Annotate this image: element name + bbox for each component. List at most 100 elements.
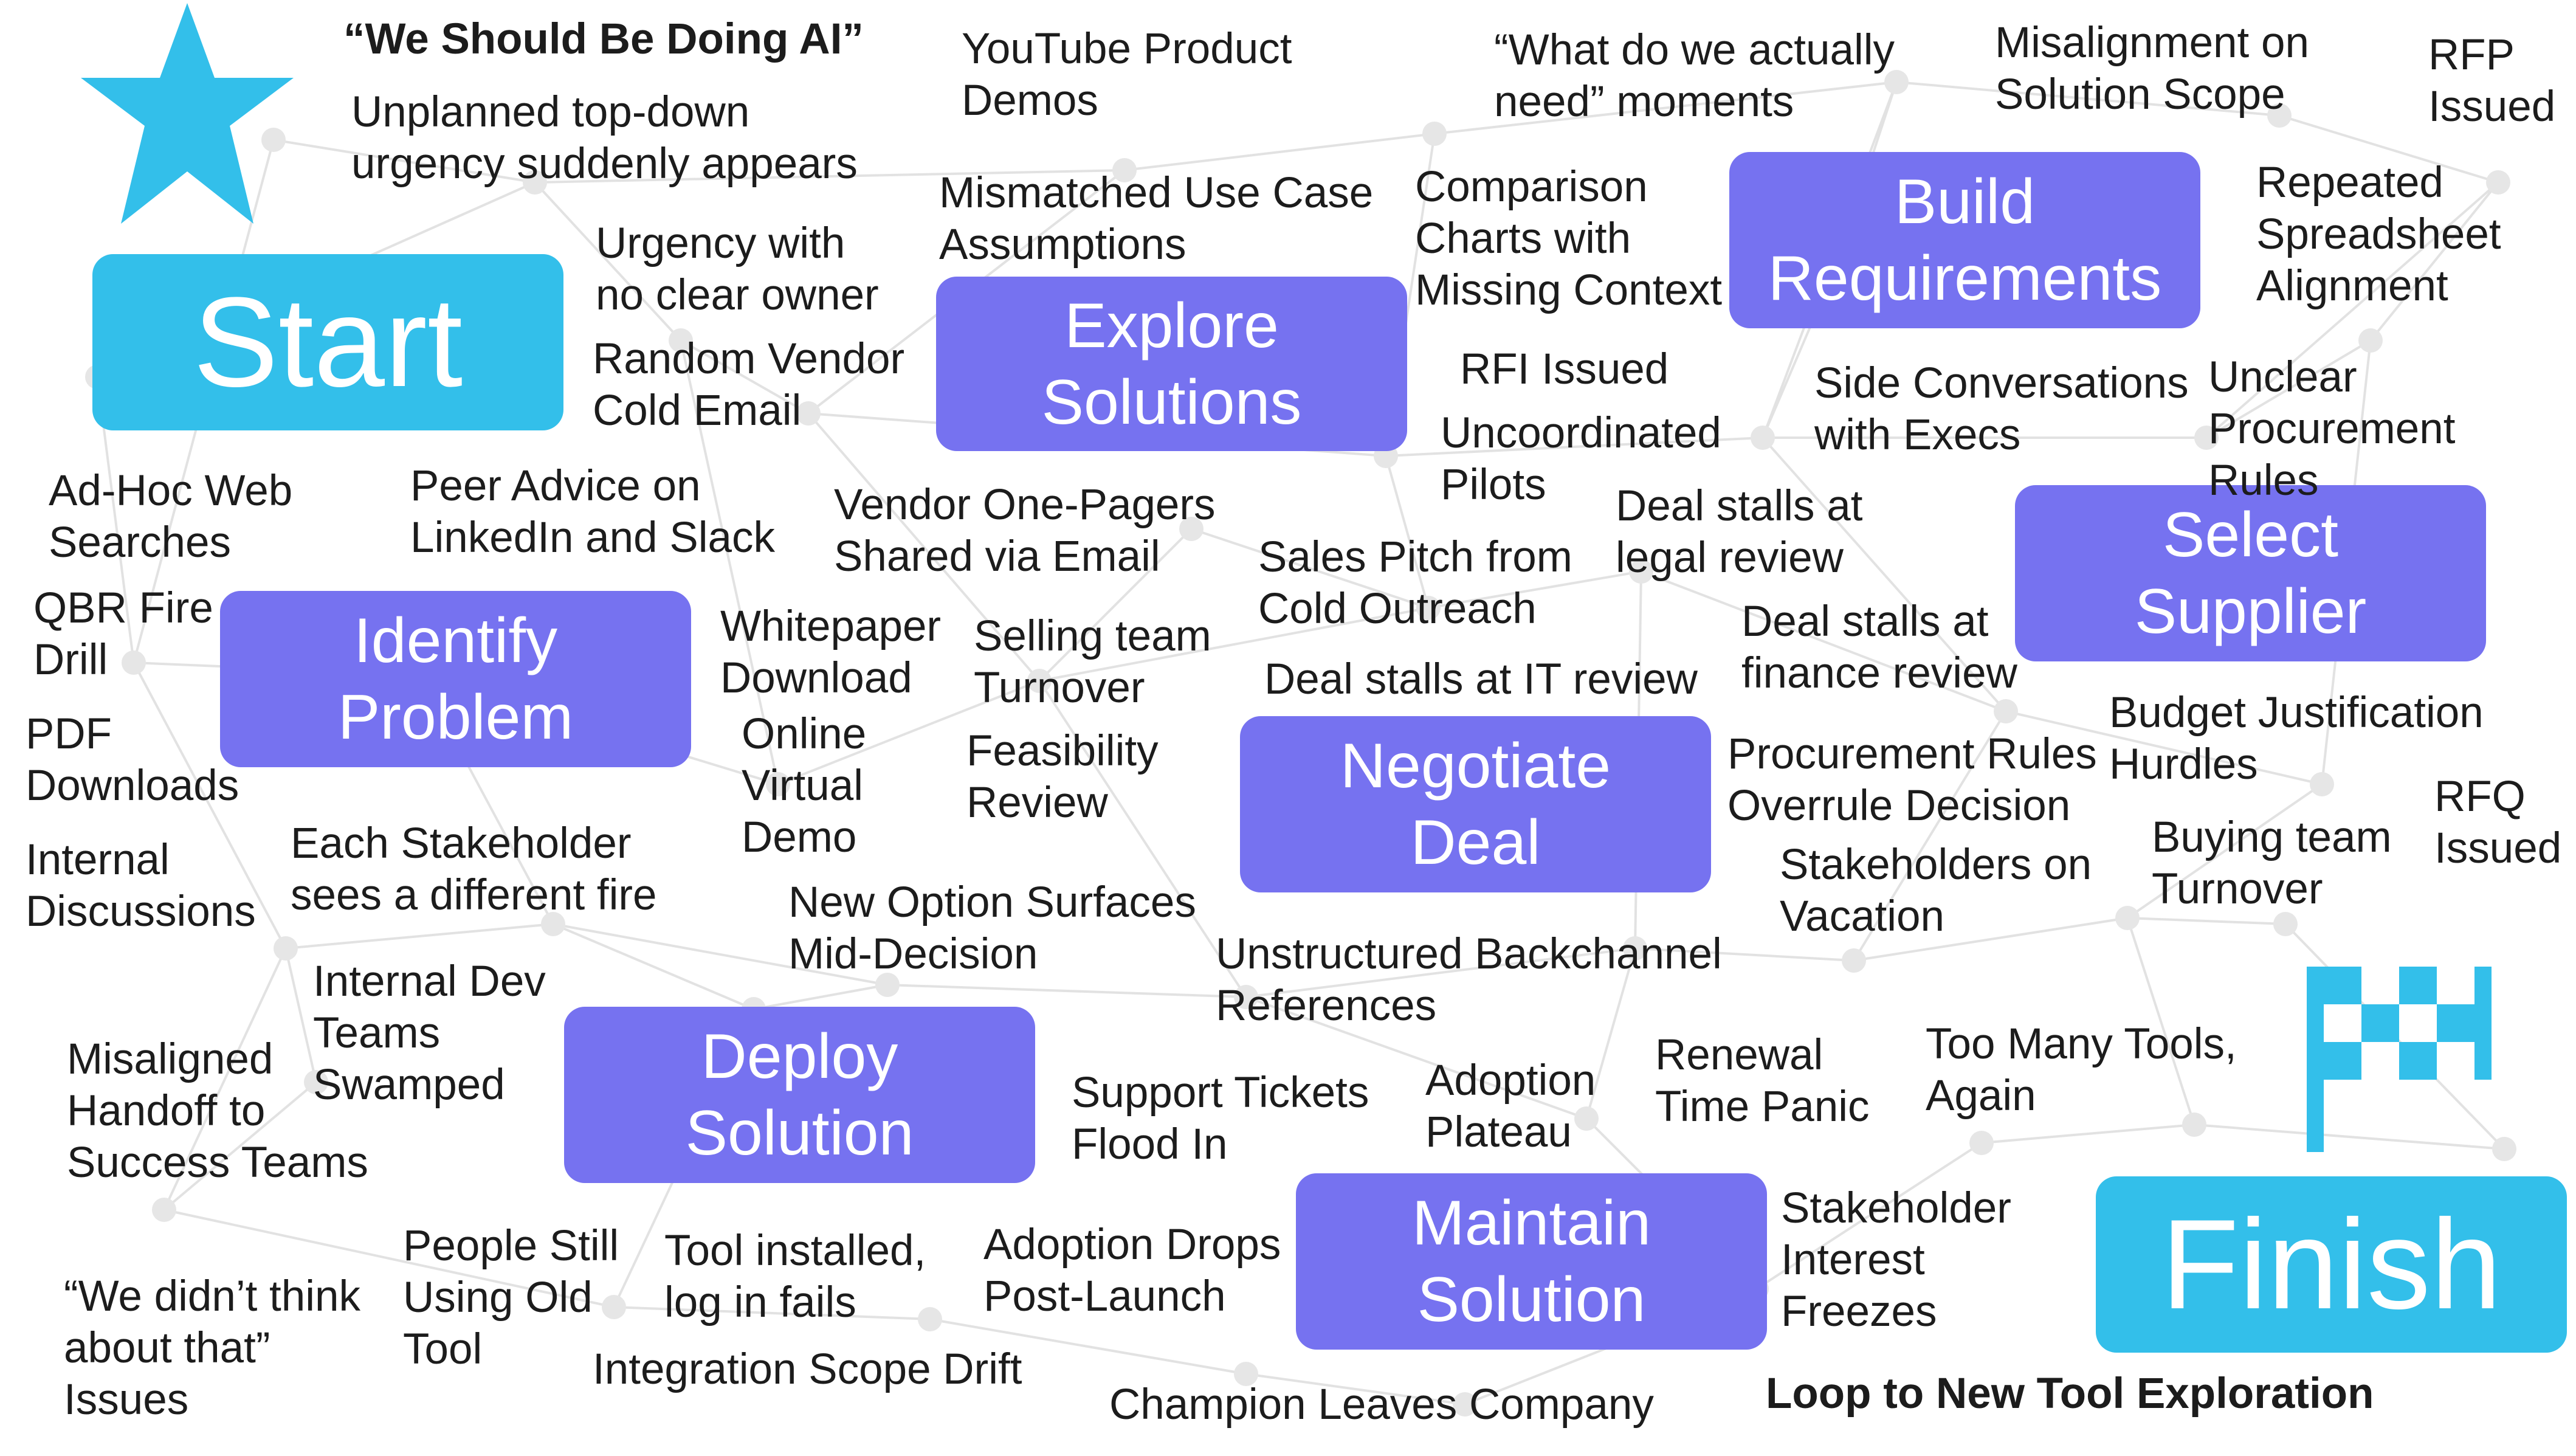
label-loop-new-tool: Loop to New Tool Exploration	[1766, 1370, 2374, 1418]
label-ad-hoc-web-searches: Ad-Hoc Web Searches	[49, 467, 293, 567]
network-edge	[2005, 710, 2323, 785]
network-edge	[1755, 1142, 1983, 1290]
network-edge	[613, 1306, 931, 1320]
network-edge	[164, 1209, 615, 1308]
label-selling-team-turnover: Selling team Turnover	[974, 612, 1211, 712]
network-node	[152, 1198, 176, 1222]
network-edge	[2369, 181, 2499, 342]
network-edge	[2279, 114, 2499, 184]
label-what-do-we-need: “What do we actually need” moments	[1494, 26, 1895, 126]
network-edge	[1641, 570, 2006, 712]
label-repeated-spreadsheet: Repeated Spreadsheet Alignment	[2256, 159, 2501, 310]
network-edge	[1853, 917, 2128, 962]
network-edge	[1245, 996, 1587, 1120]
network-edge	[680, 339, 809, 415]
network-node	[1234, 985, 1258, 1009]
network-node	[1884, 70, 1909, 94]
network-node	[602, 1295, 626, 1319]
label-misalignment-scope: Misalignment on Solution Scope	[1995, 19, 2309, 119]
network-edge	[1038, 528, 1193, 682]
network-node	[1234, 1362, 1258, 1386]
label-stakeholders-vacation: Stakeholders on Vacation	[1780, 841, 2092, 940]
network-edge	[1853, 710, 2007, 962]
start-node: Start	[92, 254, 563, 430]
label-deal-stalls-it: Deal stalls at IT review	[1264, 655, 1698, 703]
network-node	[2194, 426, 2219, 450]
network-node	[523, 170, 547, 195]
label-mismatched-use-case: Mismatched Use Case Assumptions	[939, 169, 1374, 269]
label-each-stakeholder: Each Stakeholder sees a different fire	[291, 819, 657, 919]
network-node	[1416, 596, 1441, 620]
label-renewal-time-panic: Renewal Time Panic	[1655, 1031, 1870, 1131]
label-comparison-charts: Comparison Charts with Missing Context	[1415, 163, 1723, 314]
network-node	[1842, 948, 1866, 973]
network-edge	[1981, 1123, 2195, 1144]
network-node	[669, 328, 693, 353]
network-edge	[553, 923, 754, 1010]
network-edge	[133, 662, 287, 949]
label-online-virtual-demo: Online Virtual Demo	[742, 710, 867, 861]
label-pdf-downloads: PDF Downloads	[26, 710, 239, 810]
label-tool-login-fails: Tool installed, log in fails	[664, 1227, 926, 1327]
star-icon	[81, 3, 294, 224]
network-edge	[929, 1318, 1247, 1375]
label-rfq-issued: RFQ Issued	[2434, 773, 2562, 872]
network-edge	[753, 984, 888, 1010]
start-label: Start	[193, 271, 463, 413]
network-node	[261, 128, 286, 152]
label-peer-advice: Peer Advice on LinkedIn and Slack	[410, 462, 775, 562]
network-edge	[1245, 1373, 1465, 1406]
network-edge	[807, 412, 1041, 682]
network-edge	[553, 923, 888, 986]
network-edge	[2126, 783, 2323, 919]
network-node	[1574, 1106, 1599, 1131]
label-too-many-tools: Too Many Tools, Again	[1926, 1020, 2237, 1120]
finish-node: Finish	[2096, 1176, 2567, 1353]
network-edge	[1385, 455, 1430, 609]
label-random-vendor-email: Random Vendor Cold Email	[593, 335, 905, 435]
label-feasibility-review: Feasibility Review	[966, 727, 1159, 827]
network-edge	[285, 923, 554, 950]
network-node	[1969, 1131, 1994, 1155]
network-node	[2310, 772, 2334, 796]
network-node	[122, 650, 146, 675]
checkered-flag-icon	[2307, 967, 2492, 1152]
label-unclear-procurement: Unclear Procurement Rules	[2208, 353, 2456, 505]
network-edge	[2194, 1123, 2505, 1150]
label-procurement-overrule: Procurement Rules Overrule Decision	[1727, 730, 2097, 830]
label-deal-stalls-legal: Deal stalls at legal review	[1616, 482, 1863, 582]
network-node	[1027, 669, 1052, 693]
label-vendor-one-pagers: Vendor One-Pagers Shared via Email	[834, 481, 1216, 581]
network-node	[1422, 122, 1447, 146]
network-edge	[680, 340, 779, 785]
network-node	[2182, 1113, 2206, 1137]
network-edge	[1245, 947, 1636, 998]
network-edge	[1428, 570, 1642, 609]
network-edge	[163, 948, 287, 1210]
label-we-should-be-doing-ai: “We Should Be Doing AI”	[343, 15, 864, 63]
network-node	[1623, 936, 1647, 961]
label-support-tickets: Support Tickets Flood In	[1072, 1069, 1369, 1168]
label-adoption-plateau: Adoption Plateau	[1425, 1057, 1596, 1156]
network-node	[1994, 699, 2018, 723]
network-node	[1179, 517, 1204, 541]
network-edge	[1039, 607, 1429, 682]
stage-negotiate-deal: Negotiate Deal	[1240, 716, 1711, 892]
label-uncoordinated-pilots: Uncoordinated Pilots	[1441, 409, 1721, 509]
label-adoption-drops: Adoption Drops Post-Launch	[983, 1221, 1281, 1320]
network-node	[796, 401, 821, 426]
network-node	[274, 936, 298, 961]
network-edge	[1762, 436, 2007, 712]
label-qbr-fire-drill: QBR Fire Drill	[33, 584, 213, 684]
network-node	[1112, 158, 1137, 182]
label-rfp-issued: RFP Issued	[2428, 31, 2556, 131]
network-node	[2267, 103, 2292, 128]
network-edge	[273, 139, 536, 184]
network-node	[541, 912, 565, 936]
label-rfi-issued: RFI Issued	[1460, 345, 1669, 393]
label-youtube-product-demos: YouTube Product Demos	[962, 25, 1292, 125]
network-edge	[1191, 528, 1429, 609]
network-edge	[163, 1081, 317, 1211]
label-misaligned-handoff: Misaligned Handoff to Success Teams	[67, 1035, 368, 1187]
network-node	[1629, 559, 1653, 584]
